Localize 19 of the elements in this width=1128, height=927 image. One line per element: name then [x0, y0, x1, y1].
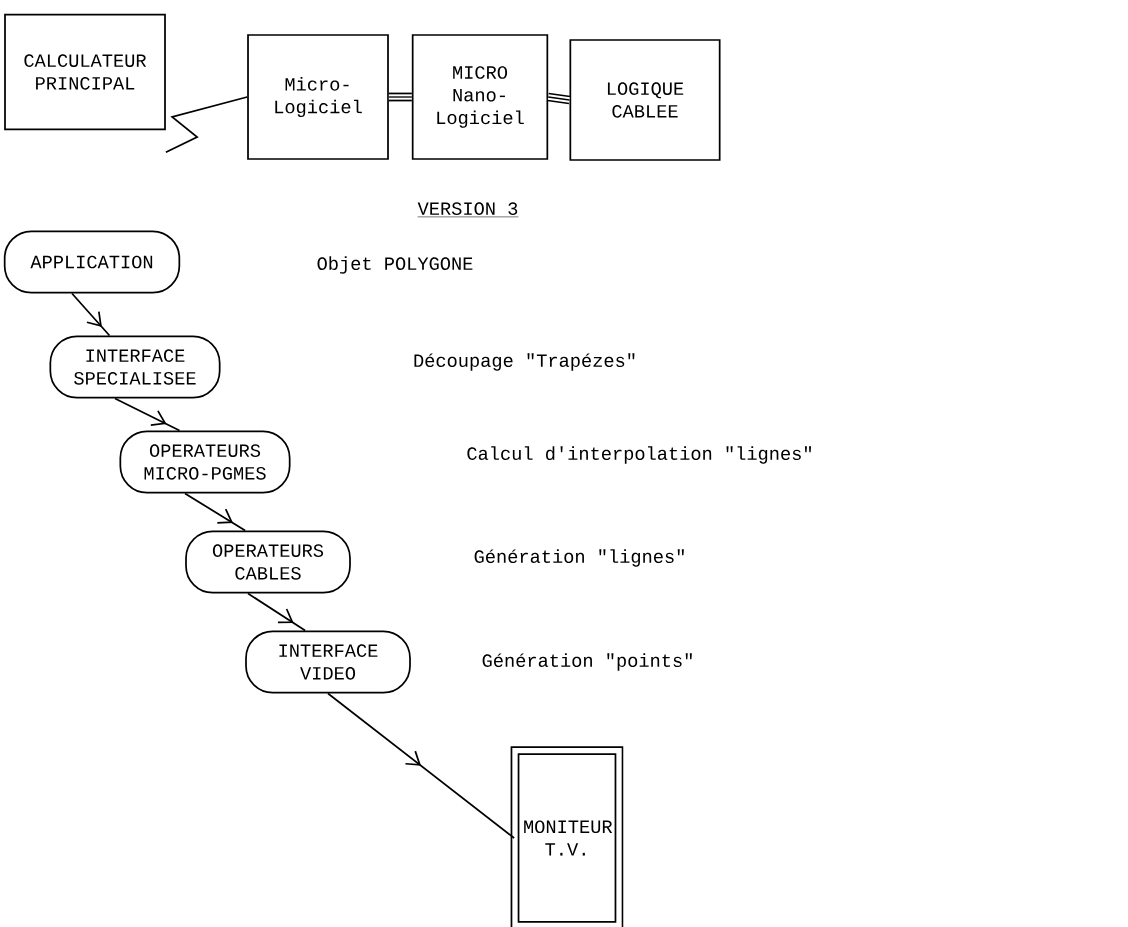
process-box: Micro-Logiciel [247, 34, 389, 160]
process-box: CALCULATEUR PRINCIPAL [4, 13, 166, 131]
bus-lines [388, 92, 413, 102]
connector-line [165, 96, 248, 154]
annotation: Objet POLYGONE [317, 256, 473, 274]
rounded-box: OPERATEURS CABLES [185, 530, 351, 594]
rounded-box: APPLICATION [3, 230, 181, 294]
annotation: Génération "points" [482, 653, 692, 671]
underlined-label: VERSION 3 [417, 202, 519, 218]
rounded-box: INTERFACE SPECIALISEE [49, 335, 221, 399]
annotation: Calcul d'interpolation "lignes" [467, 446, 812, 464]
bus-lines [547, 92, 571, 105]
process-box: MICRO Nano-Logiciel [411, 34, 549, 160]
rounded-box: OPERATEURS MICRO-PGMES [119, 430, 291, 494]
monitor-box: MONITEUR T.V. [510, 746, 624, 927]
annotation: Découpage "Trapézes" [414, 353, 635, 371]
process-box: LOGIQUE CABLEE [569, 39, 721, 161]
rounded-box: INTERFACE VIDEO [245, 630, 411, 694]
annotation: Génération "lignes" [474, 549, 684, 567]
